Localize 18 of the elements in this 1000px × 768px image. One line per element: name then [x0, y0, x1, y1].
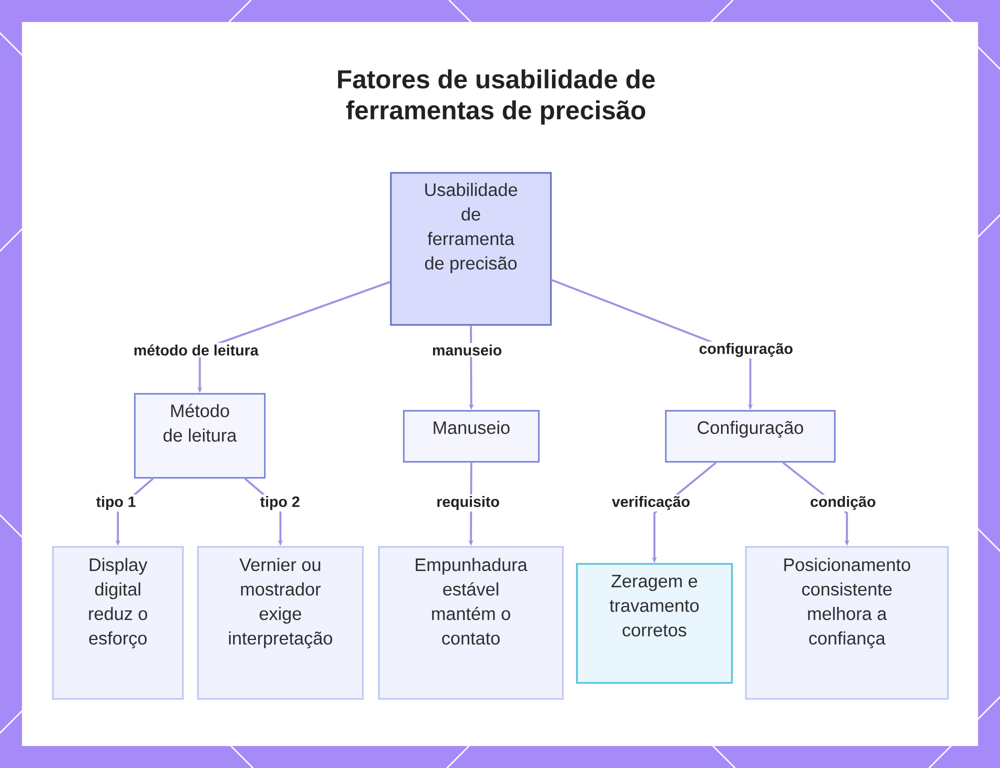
title: Fatores de usabilidade de ferramentas de precisão	[338, 69, 655, 125]
detail-box: Display digital reduz o esforço	[52, 546, 184, 700]
edge-label: tipo 1	[94, 494, 138, 512]
category-box: Método de leitura	[134, 393, 266, 479]
edge-label: condição	[808, 494, 878, 512]
detail-box: Zeragem e travamento corretos	[576, 563, 733, 684]
edge-label: tipo 2	[258, 494, 302, 512]
edge-label: requisito	[434, 494, 502, 512]
detail-box: Empunhadura estável mantém o contato	[378, 546, 564, 700]
edge-label: verificação	[610, 494, 692, 512]
category-box: Configuração	[665, 410, 836, 463]
edge-label: configuração	[696, 341, 796, 359]
topic-box: Usabilidade de ferramenta de precisão	[390, 172, 552, 326]
category-box: Manuseio	[403, 410, 540, 463]
edge-label: método de leitura	[132, 342, 261, 358]
detail-box: Posicionamento consistente melhora a confiança	[745, 546, 949, 700]
detail-box: Vernier ou mostrador exige interpretação	[197, 546, 364, 700]
edge-label: manuseio	[430, 343, 504, 357]
